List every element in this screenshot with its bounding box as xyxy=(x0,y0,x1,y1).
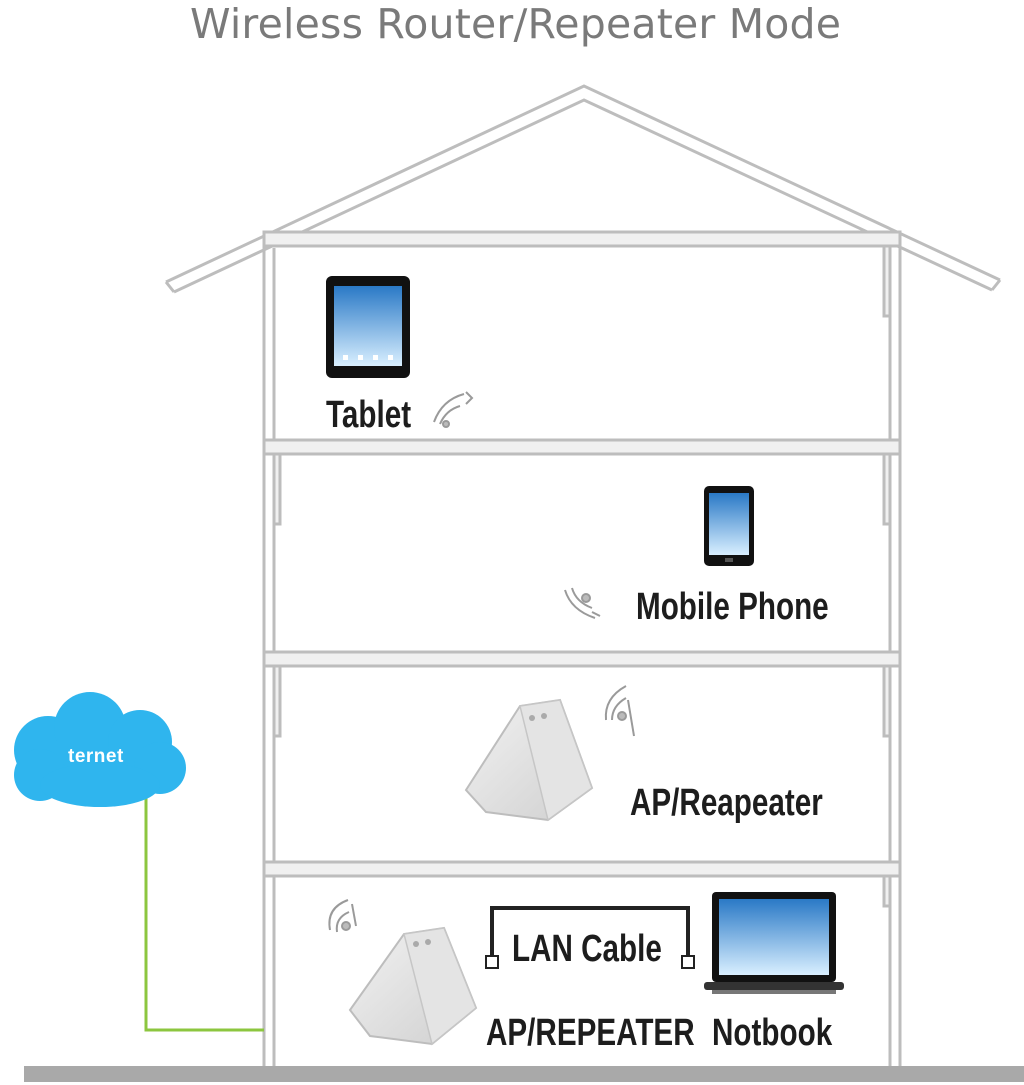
mobile-phone-icon xyxy=(704,486,754,566)
wifi-icon xyxy=(604,685,635,737)
house-walls xyxy=(262,230,902,1068)
ap-repeater-icon xyxy=(464,698,594,822)
notebook-label: Notbook xyxy=(712,1012,833,1054)
wifi-icon xyxy=(328,899,357,933)
ap-repeater-label: AP/Reapeater xyxy=(630,782,823,824)
tablet-icon xyxy=(326,276,410,378)
roof xyxy=(164,84,1002,294)
lan-cable-label: LAN Cable xyxy=(512,928,662,970)
tablet-label: Tablet xyxy=(326,394,412,436)
ap-repeater-icon xyxy=(348,926,478,1046)
internet-cloud-label: ternet xyxy=(68,746,124,767)
wifi-icon xyxy=(433,391,474,428)
ground-line xyxy=(24,1066,1024,1082)
lan-cable xyxy=(485,906,695,969)
diagram-title: Wireless Router/Repeater Mode xyxy=(190,0,842,48)
ap-repeater-ground-label: AP/REPEATER xyxy=(486,1012,695,1054)
notebook-icon xyxy=(704,892,844,994)
mobile-phone-label: Mobile Phone xyxy=(636,586,829,628)
internet-cable xyxy=(144,790,264,1032)
wifi-icon xyxy=(564,587,601,619)
cloud-icon xyxy=(14,692,186,807)
